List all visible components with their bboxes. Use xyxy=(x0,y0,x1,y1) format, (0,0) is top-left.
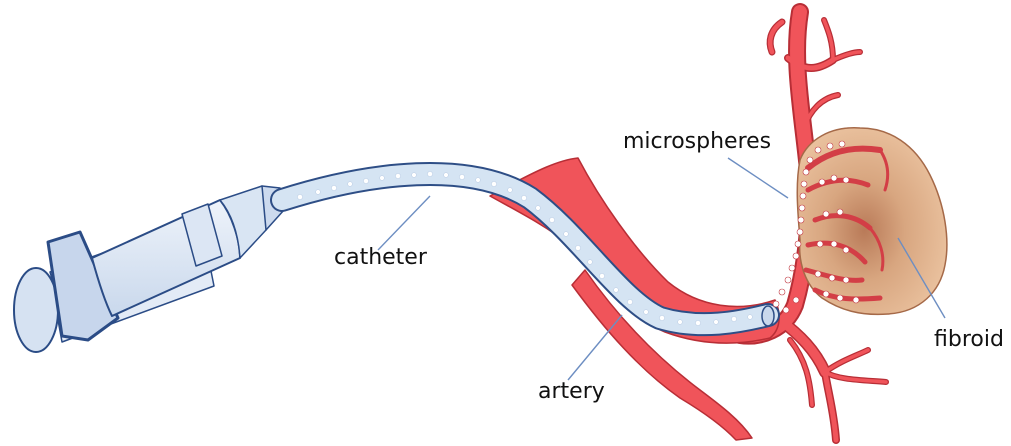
microspheres-label: microspheres xyxy=(623,131,771,153)
syringe-icon xyxy=(14,186,284,352)
artery-leader-line xyxy=(568,315,622,380)
microspheres-leader-line xyxy=(728,158,788,198)
artery-label: artery xyxy=(538,381,605,403)
catheter-leader-line xyxy=(378,196,430,250)
catheter-label: catheter xyxy=(334,247,427,269)
fibroid xyxy=(797,128,947,315)
fibroid-label: fibroid xyxy=(934,329,1004,351)
